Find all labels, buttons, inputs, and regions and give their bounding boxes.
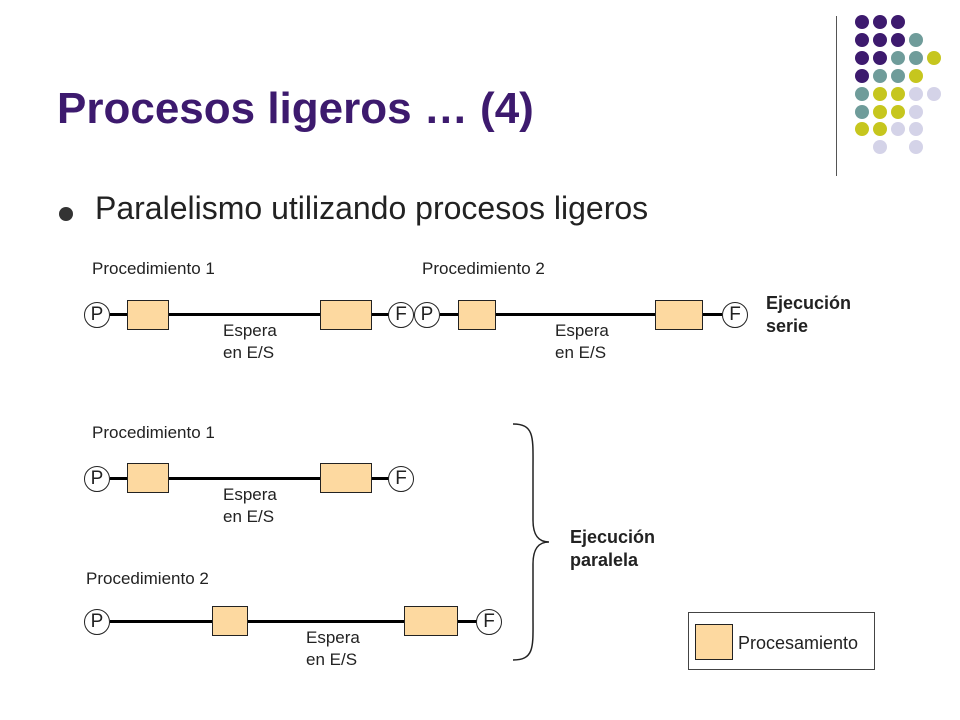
wait-label-line: en E/S [555, 343, 607, 362]
mode-label-line: serie [766, 316, 809, 336]
decor-dot [873, 122, 887, 136]
decor-dot [873, 15, 887, 29]
decor-dot [891, 122, 905, 136]
wait-label-line: Espera [223, 485, 277, 504]
wait-label-line: Espera [555, 321, 609, 340]
parallel-execution-label: Ejecución paralela [570, 526, 655, 572]
parallel-timeline-1 [110, 477, 395, 480]
serial-wait-label-2: Espera en E/S [555, 320, 609, 364]
parallel-proc2-end-node: F [476, 609, 502, 635]
serial-proc1-label: Procedimiento 1 [92, 259, 215, 278]
decor-dot [909, 51, 923, 65]
curly-brace-icon [512, 423, 550, 661]
wait-label-line: Espera [223, 321, 277, 340]
decor-dot [873, 51, 887, 65]
wait-label-line: en E/S [306, 650, 358, 669]
decor-dot [873, 87, 887, 101]
serial-timeline-1 [110, 313, 395, 316]
slide-title: Procesos ligeros … (4) [57, 84, 534, 133]
serial-proc2-start-node: P [414, 302, 440, 328]
decor-dot [855, 105, 869, 119]
serial-proc1-start-node: P [84, 302, 110, 328]
decor-dot [891, 15, 905, 29]
decor-dot [909, 33, 923, 47]
parallel-proc2-processing-box [404, 606, 458, 636]
wait-label-line: en E/S [223, 507, 275, 526]
mode-label-line: Ejecución [570, 527, 656, 547]
decor-dot [891, 87, 905, 101]
decor-dot [909, 105, 923, 119]
serial-timeline-2 [440, 313, 722, 316]
decor-dot [873, 140, 887, 154]
decor-dot [873, 69, 887, 83]
decor-dot [855, 69, 869, 83]
mode-label-line: Ejecución [766, 293, 852, 313]
decor-dot [927, 51, 941, 65]
parallel-proc1-end-node: F [388, 466, 414, 492]
parallel-proc1-start-node: P [84, 466, 110, 492]
decor-dot [909, 69, 923, 83]
parallel-proc2-start-node: P [84, 609, 110, 635]
serial-proc1-processing-box [127, 300, 169, 330]
decor-dot [873, 105, 887, 119]
serial-proc2-processing-box [458, 300, 496, 330]
legend-label: Procesamiento [738, 633, 859, 653]
decor-dot [891, 69, 905, 83]
parallel-proc1-label: Procedimiento 1 [92, 423, 215, 442]
decor-dot [891, 33, 905, 47]
decor-dot [855, 33, 869, 47]
decor-dot [873, 33, 887, 47]
serial-proc2-label: Procedimiento 2 [422, 259, 545, 278]
decor-dot [855, 87, 869, 101]
parallel-timeline-2 [110, 620, 480, 623]
parallel-wait-label-2: Espera en E/S [306, 627, 360, 671]
legend-processing-swatch [695, 624, 733, 660]
wait-label-line: en E/S [223, 343, 275, 362]
wait-label-line: Espera [306, 628, 360, 647]
parallel-proc1-processing-box [320, 463, 372, 493]
serial-proc1-processing-box [320, 300, 372, 330]
parallel-proc2-processing-box [212, 606, 248, 636]
parallel-proc1-processing-box [127, 463, 169, 493]
serial-wait-label-1: Espera en E/S [223, 320, 277, 364]
decor-dot [855, 51, 869, 65]
decor-dot [909, 87, 923, 101]
parallel-wait-label-1: Espera en E/S [223, 484, 277, 528]
decor-dot [909, 122, 923, 136]
decor-dot [855, 15, 869, 29]
serial-proc1-end-node: F [388, 302, 414, 328]
decor-dot [927, 87, 941, 101]
bullet-text: Paralelismo utilizando procesos ligeros [95, 190, 649, 226]
bullet-icon [59, 207, 73, 221]
decorative-divider [836, 16, 837, 176]
serial-execution-label: Ejecución serie [766, 292, 851, 338]
serial-proc2-end-node: F [722, 302, 748, 328]
serial-proc2-processing-box [655, 300, 703, 330]
mode-label-line: paralela [570, 550, 639, 570]
decor-dot [891, 51, 905, 65]
parallel-proc2-label: Procedimiento 2 [86, 569, 209, 588]
decor-dot [909, 140, 923, 154]
decor-dot [891, 105, 905, 119]
decor-dot [855, 122, 869, 136]
